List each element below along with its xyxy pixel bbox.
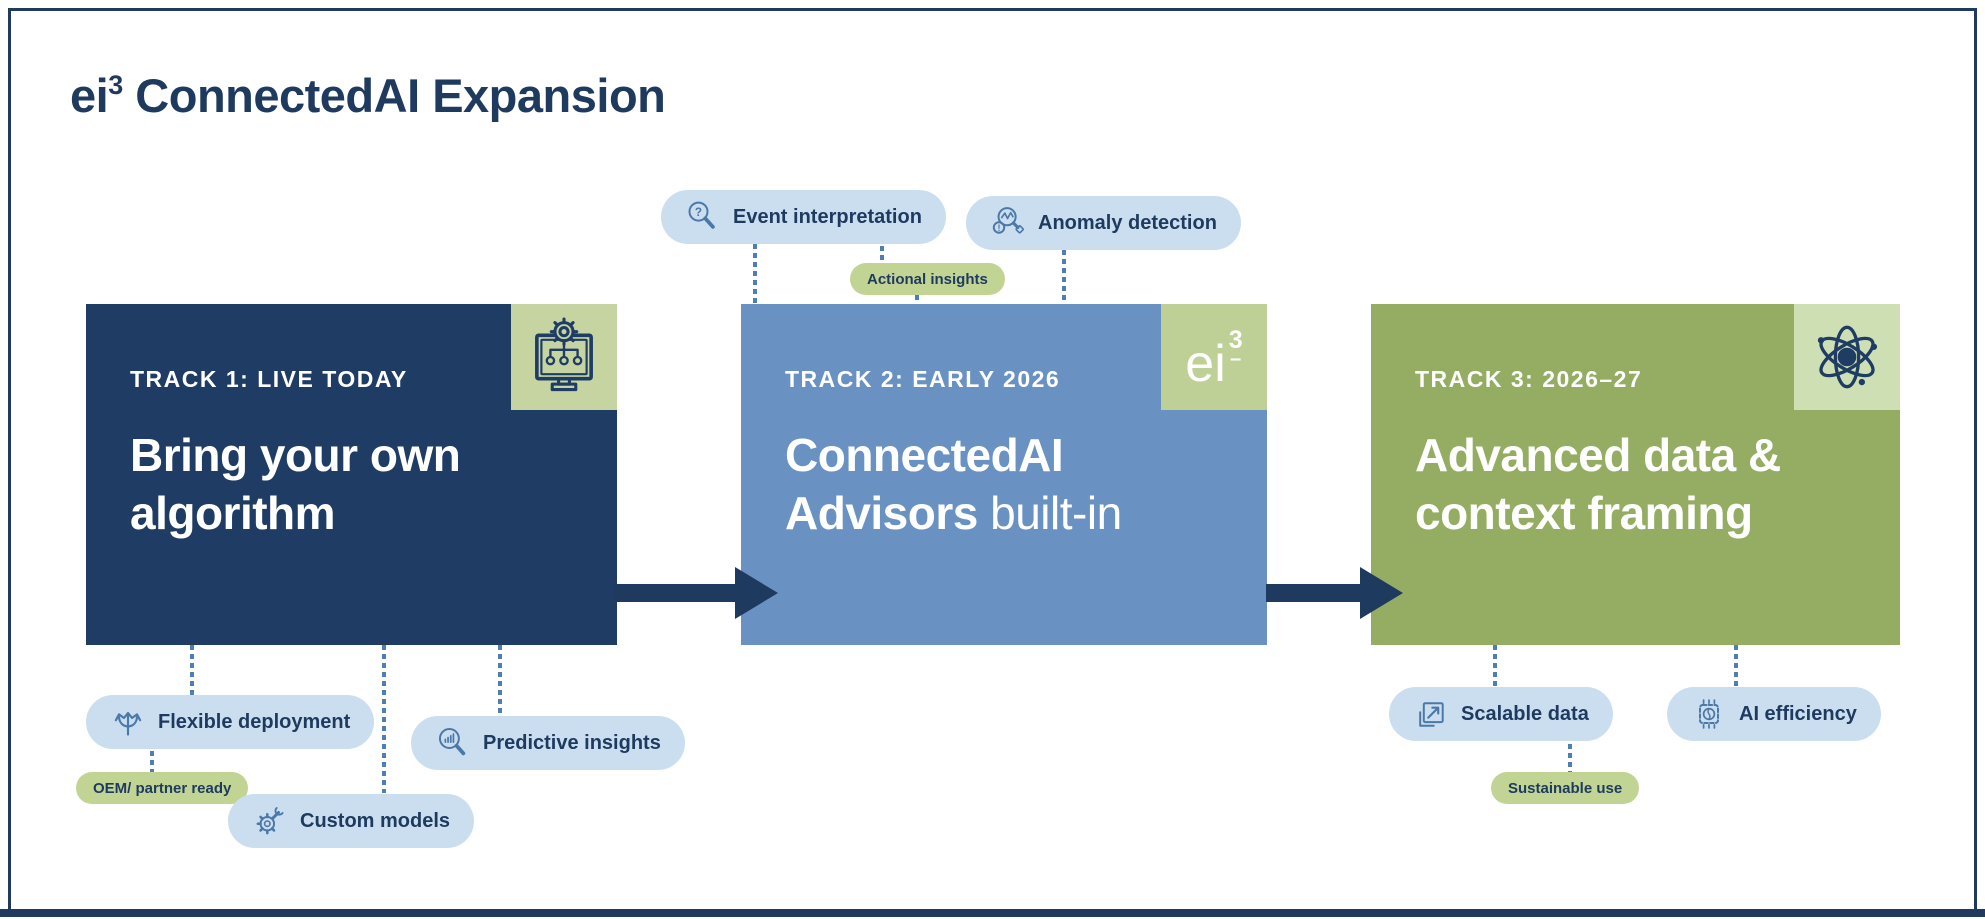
pill-label: Actional insights (867, 270, 988, 288)
pill-label: Event interpretation (733, 205, 922, 228)
title-text: ConnectedAI Expansion (122, 69, 666, 122)
ei3-logo-dash: – (1230, 348, 1242, 370)
svg-text:?: ? (695, 206, 702, 219)
track-3-box: TRACK 3: 2026–27 Advanced data & context… (1371, 304, 1900, 645)
pill-ai-efficiency: AI efficiency (1667, 687, 1881, 741)
pill-anomaly-detection: ! Anomaly detection (966, 196, 1241, 250)
pill-label: Flexible deployment (158, 710, 351, 733)
connector-track1-to-flexible (190, 645, 194, 695)
track-1-headline: Bring your own algorithm (130, 426, 461, 542)
pill-label: Sustainable use (1508, 779, 1623, 797)
pill-label: AI efficiency (1739, 702, 1857, 725)
connector-above-actional (880, 246, 884, 263)
track-3-headline-line1: Advanced data & (1415, 429, 1781, 481)
connector-flexible-to-oem (150, 751, 154, 772)
track-2-headline-bold: Advisors (785, 487, 978, 539)
track-3-icon-square (1794, 304, 1900, 410)
track-1-label: TRACK 1: LIVE TODAY (130, 366, 408, 392)
track-2-headline-line2: Advisors built-in (785, 484, 1122, 542)
ei3-logo-sup: 3 (1228, 326, 1243, 354)
page-title: ei3 ConnectedAI Expansion (70, 68, 666, 123)
connector-anomaly-to-track2 (1062, 250, 1066, 304)
track-2-label: TRACK 2: EARLY 2026 (785, 366, 1061, 392)
pill-label: Custom models (300, 809, 451, 832)
scale-square-icon (1419, 702, 1444, 727)
magnifier-anomaly-icon: ! (992, 207, 1024, 234)
ei3-logo-base: ei (1185, 335, 1226, 393)
track-2-headline-light: built-in (977, 487, 1122, 539)
pill-label: OEM/ partner ready (93, 779, 232, 797)
connector-track1-to-predictive (498, 645, 502, 716)
pill-scalable-data: Scalable data (1389, 687, 1613, 741)
track-1-box: TRACK 1: LIVE TODAY Bring your own algor… (86, 304, 617, 645)
branch-arrows-icon (114, 711, 142, 736)
connector-track3-to-scalable (1493, 645, 1497, 687)
arrow-track2-to-track3 (1266, 567, 1403, 619)
pill-predictive-insights: Predictive insights (411, 716, 685, 770)
monitor-gear-icon (535, 317, 593, 392)
pill-event-interpretation: ? Event interpretation (661, 190, 946, 244)
pill-actional-insights: Actional insights (850, 263, 1005, 295)
track-3-headline: Advanced data & context framing (1415, 426, 1781, 542)
connector-event-to-track2 (753, 244, 757, 304)
track-1-headline-line1: Bring your own (130, 429, 461, 481)
track-3-headline-line2: context framing (1415, 487, 1753, 539)
track-2-headline: ConnectedAI Advisors built-in (785, 426, 1122, 542)
connector-track3-to-ai (1734, 645, 1738, 687)
pill-flexible-deployment: Flexible deployment (86, 695, 375, 749)
connector-actional-to-track2 (915, 295, 919, 305)
pill-label: Scalable data (1461, 702, 1589, 725)
title-superscript: 3 (108, 70, 123, 100)
track-1-headline-line2: algorithm (130, 487, 336, 539)
bottom-accent-bar (0, 909, 1985, 917)
connector-track1-to-custom (382, 645, 386, 793)
track-3-label: TRACK 3: 2026–27 (1415, 366, 1643, 392)
chip-icon (1699, 699, 1719, 729)
gear-wrench-icon (256, 807, 284, 835)
magnifier-bars-icon (438, 728, 466, 756)
track-1-icon-square (511, 304, 617, 410)
pill-label: Anomaly detection (1038, 211, 1217, 234)
magnifier-question-icon: ? (688, 201, 715, 229)
pill-oem-partner-ready: OEM/ partner ready (76, 772, 249, 804)
svg-text:!: ! (998, 223, 1001, 233)
pill-sustainable-use: Sustainable use (1491, 772, 1640, 804)
title-brand: ei (70, 69, 109, 122)
pill-label: Predictive insights (483, 731, 661, 754)
track-2-headline-line1: ConnectedAI (785, 429, 1064, 481)
arrow-track1-to-track2 (615, 567, 778, 619)
pill-custom-models: Custom models (228, 794, 475, 848)
connector-scalable-to-sustainable (1568, 744, 1572, 772)
atom-icon (1817, 325, 1878, 389)
